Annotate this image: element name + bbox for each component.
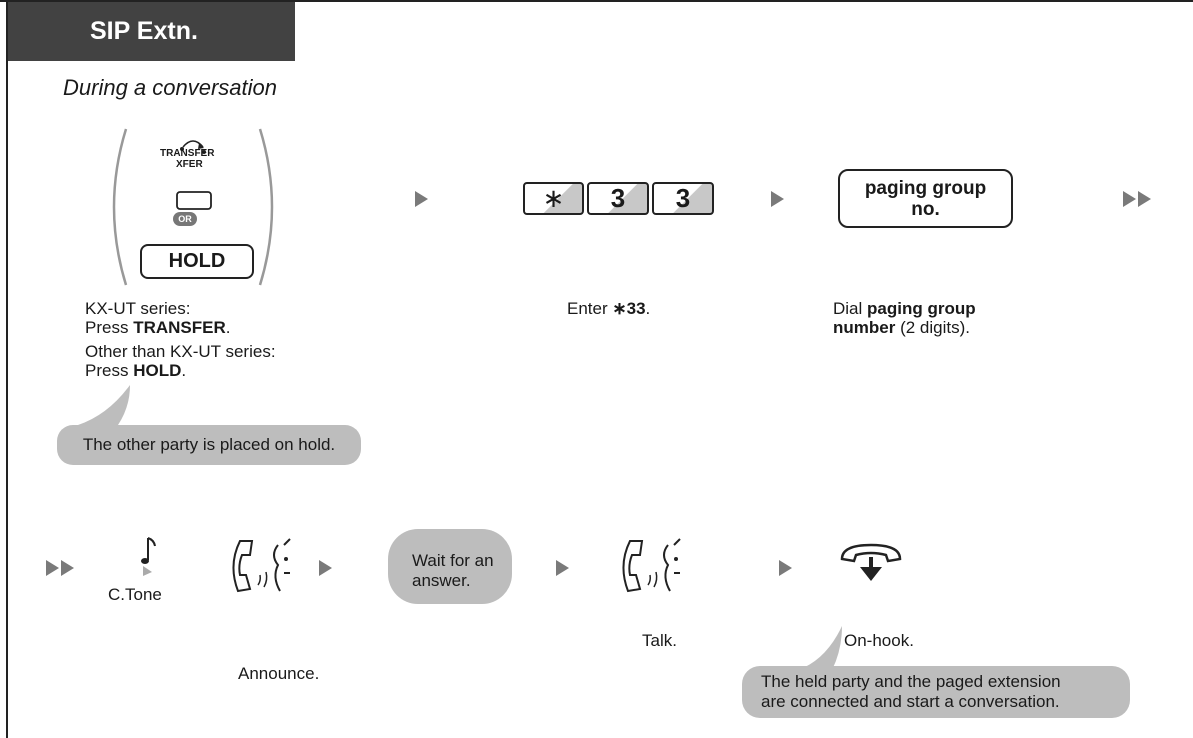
digit-3-key[interactable]: 3 [587,182,649,215]
dial-caption-line2: number (2 digits). [833,318,970,338]
other-caption-text: Other than KX-UT series: [85,342,276,361]
digits-text: (2 digits). [895,318,970,337]
flow-arrow [771,191,784,207]
feature-code-text: ∗3 [612,299,637,318]
result-line2: are connected and start a conversation. [761,692,1060,711]
left-bracket [112,128,128,286]
extension-type-tab: SIP Extn. [8,2,295,61]
talking-handset-icon [232,538,291,593]
confirmation-tone-label: C.Tone [108,585,162,604]
transfer-key-label: TRANSFER [160,148,215,159]
enter-code-caption: Enter ∗33. [567,299,650,319]
kxut-caption-text: KX-UT series: [85,299,191,318]
scenario-subtitle: During a conversation [63,75,278,100]
or-badge: OR [173,212,197,226]
paging-group-number-box[interactable]: paging group no. [838,169,1013,228]
dial-caption: Dial paging group [833,299,976,319]
paging-group-box-line2: no. [911,199,940,220]
frame-left-border [6,0,8,738]
transfer-key-outline [176,191,212,210]
hold-key-name: HOLD [133,361,182,380]
announce-caption: Announce. [238,664,320,683]
press-text: Press [85,361,134,380]
transfer-icon [180,140,206,154]
kxut-caption: KX-UT series: [85,299,191,319]
hold-key[interactable]: HOLD [140,244,254,279]
digit-3-key[interactable]: 3 [652,182,714,215]
continue-arrow [1123,191,1136,207]
paging-group-box-line1: paging group [864,178,987,199]
continue-arrow [1138,191,1151,207]
period-text: . [645,299,651,318]
number-text: number [833,318,896,337]
press-text: Press [85,318,134,337]
wait-line2: answer. [412,571,471,590]
dial-text: Dial [833,299,868,318]
on-hook-icon [840,543,902,581]
wait-for-answer-bubble: Wait for an answer. [388,529,512,604]
result-note-tail [798,626,842,670]
paging-group-text: paging group [867,299,976,318]
transfer-key-name: TRANSFER [133,318,226,337]
right-bracket [258,128,274,286]
result-note-bubble: The held party and the paged extension a… [742,666,1130,718]
flow-arrow [779,560,792,576]
kxut-press-caption: Press TRANSFER. [85,318,230,338]
period-text: . [225,318,231,337]
continue-arrow [61,560,74,576]
confirmation-tone-icon [141,537,156,576]
flow-arrow [319,560,332,576]
hold-note-tail [78,385,130,425]
on-hook-caption: On-hook. [844,631,914,650]
period-text: . [181,361,187,380]
other-press-caption: Press HOLD. [85,361,186,381]
wait-line1: Wait for an [412,551,494,570]
enter-text: Enter [567,299,613,318]
continue-arrow [46,560,59,576]
talk-caption: Talk. [642,631,677,650]
key-bracket-group [112,128,274,286]
feature-code-text: 3 [636,299,646,318]
frame-top-border [0,0,1193,2]
flow-arrow [556,560,569,576]
hold-note-bubble: The other party is placed on hold. [57,425,361,465]
result-line1: The held party and the paged extension [761,672,1061,691]
star-key[interactable]: ∗ [523,182,584,215]
xfer-key-label: XFER [176,159,203,170]
flow-arrow [415,191,428,207]
talking-handset-icon [622,538,681,593]
other-caption: Other than KX-UT series: [85,342,276,362]
